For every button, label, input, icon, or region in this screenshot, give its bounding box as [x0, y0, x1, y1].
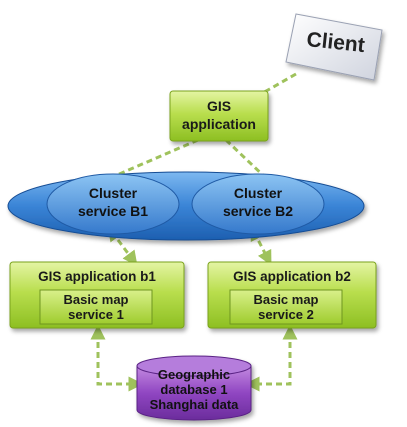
database-line1: Geographic — [158, 367, 230, 382]
connector-gisapp-b1 — [109, 138, 199, 180]
basic-map-service-2-line1: Basic map — [253, 292, 318, 307]
gis-application-box — [169, 90, 269, 142]
connector-appb2-db — [244, 324, 298, 392]
gis-application-line1: GIS — [207, 98, 231, 114]
client-box — [285, 13, 383, 81]
database-line3: Shanghai data — [150, 397, 240, 412]
cluster-group: Cluster service B1 Cluster service B2 — [7, 171, 365, 241]
gis-application-b2-title: GIS application b2 — [233, 269, 351, 284]
gis-application-b1-title: GIS application b1 — [38, 269, 156, 284]
basic-map-service-2-box — [229, 289, 343, 325]
geographic-database-node — [136, 355, 252, 421]
basic-map-service-1-line1: Basic map — [63, 292, 128, 307]
cluster-b2-line1: Cluster — [234, 185, 283, 201]
cluster-b2-ellipse — [191, 173, 325, 235]
database-line2: database 1 — [160, 382, 227, 397]
database-cylinder-body — [136, 365, 252, 421]
connector-appb1-db — [90, 324, 144, 392]
cluster-b2-line2: service B2 — [223, 203, 293, 219]
database-cylinder-top — [136, 355, 252, 377]
basic-map-service-2-line2: service 2 — [258, 307, 314, 322]
gis-application-b2-node: GIS application b2 Basic map service 2 — [207, 261, 377, 329]
gis-application-b1-node: GIS application b1 Basic map service 1 — [9, 261, 185, 329]
client-node: Client — [285, 13, 383, 81]
basic-map-service-1-line2: service 1 — [68, 307, 124, 322]
basic-map-service-1-box — [39, 289, 153, 325]
gis-application-node: GIS application — [169, 90, 269, 142]
gis-application-line2: application — [182, 116, 256, 132]
cluster-b1-ellipse — [46, 173, 180, 235]
cluster-b1-line2: service B1 — [78, 203, 148, 219]
cluster-b1-line1: Cluster — [89, 185, 138, 201]
